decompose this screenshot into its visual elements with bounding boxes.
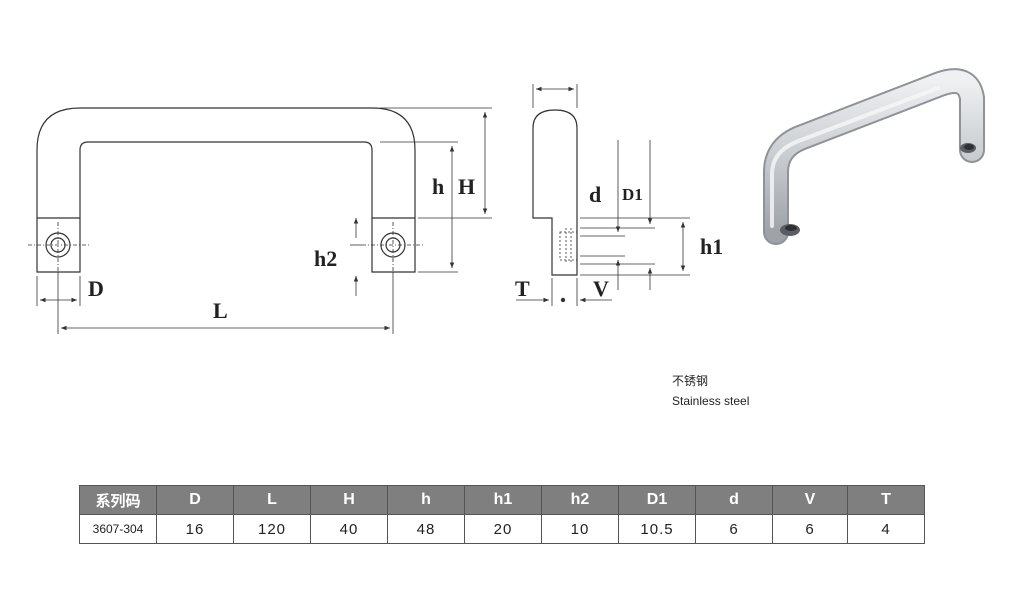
header-d: d [695,485,773,515]
dim-label-d: d [589,182,601,207]
cell-H: 40 [310,514,388,544]
table-row: 3607-304 16 120 40 48 20 10 10.5 6 6 4 [79,514,925,544]
cell-V: 6 [772,514,848,544]
header-h: h [387,485,465,515]
side-view [532,109,578,276]
header-H: H [310,485,388,515]
material-label-english: Stainless steel [672,394,750,408]
cell-h1: 20 [464,514,542,544]
handle-3d-render [763,68,985,245]
dim-label-D1: D1 [622,185,643,204]
dim-label-L: L [213,298,228,323]
header-h2: h2 [541,485,619,515]
header-T: T [847,485,925,515]
cell-T: 4 [847,514,925,544]
header-series-code: 系列码 [79,485,157,515]
dim-label-h1: h1 [700,234,723,259]
material-label-chinese: 不锈钢 [672,374,709,388]
cell-h: 48 [387,514,465,544]
side-dimensions [516,84,690,306]
front-dimensions [36,107,492,334]
dim-label-T: T [515,276,530,301]
technical-drawing: h H h2 D L d [28,68,985,334]
dim-label-V: V [593,276,609,301]
spec-table-header-row: 系列码 D L H h h1 h2 D1 d V T [79,485,925,515]
side-profile [532,109,578,276]
cell-series-code: 3607-304 [79,514,157,544]
cell-D: 16 [156,514,234,544]
front-view [28,107,424,273]
dim-label-H: H [458,174,475,199]
cell-h2: 10 [541,514,619,544]
cell-D1: 10.5 [618,514,696,544]
header-D: D [156,485,234,515]
dim-label-h: h [432,174,444,199]
side-dimension-labels: d D1 h1 T V [515,182,723,301]
cell-L: 120 [233,514,311,544]
header-D1: D1 [618,485,696,515]
header-L: L [233,485,311,515]
spec-table: 系列码 D L H h h1 h2 D1 d V T 3607-304 16 1… [79,485,925,544]
dim-label-D: D [88,276,104,301]
header-V: V [772,485,848,515]
dim-label-h2: h2 [314,246,337,271]
handle-outline [36,107,416,273]
cell-d: 6 [695,514,773,544]
front-dimension-labels: h H h2 D L [88,174,475,323]
header-h1: h1 [464,485,542,515]
